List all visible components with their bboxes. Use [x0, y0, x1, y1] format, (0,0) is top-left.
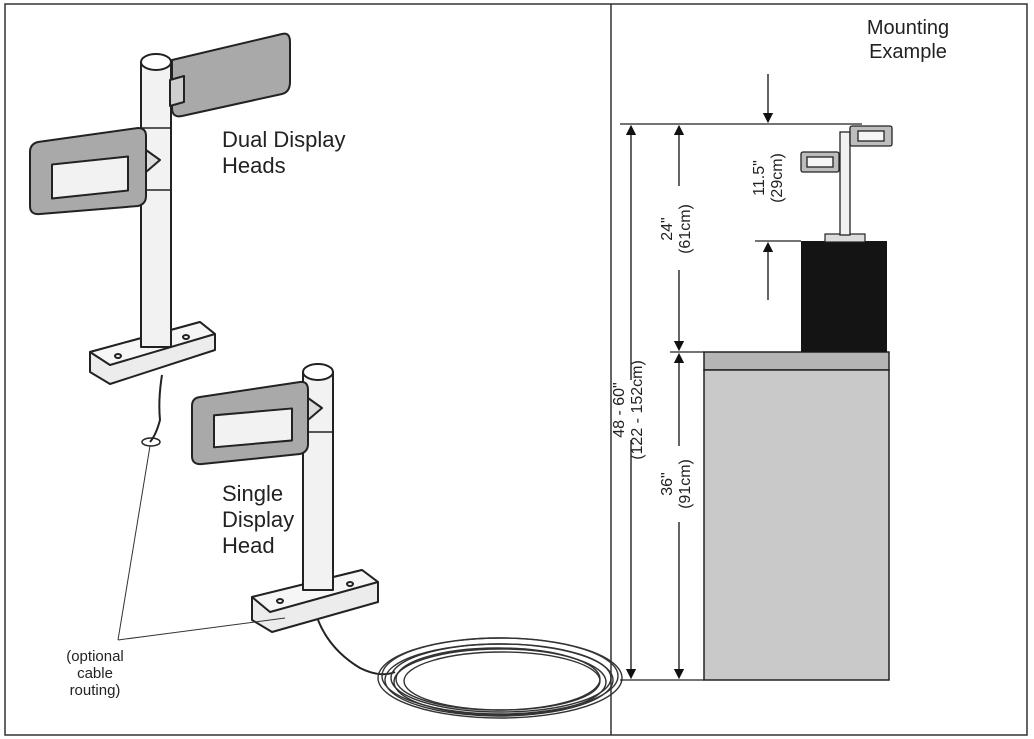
- dim-pole-label: 24" (61cm): [659, 189, 699, 269]
- counter-body: [703, 369, 890, 681]
- dim-head-label: 11.5" (29cm): [751, 138, 791, 218]
- dim-head-line-1: 11.5": [751, 160, 768, 196]
- dim-total-line-2: (122 - 152cm): [629, 360, 646, 460]
- dual-display-unit: [29, 32, 291, 447]
- single-display-unit: [191, 363, 396, 676]
- dim-counter-line-2: (91cm): [677, 459, 694, 509]
- dimension-arrows: [625, 74, 774, 680]
- dual-display-label: Dual Display Heads: [222, 127, 346, 179]
- dim-pole-line-2: (61cm): [677, 204, 694, 254]
- dim-total-label: 48 - 60" (122 - 152cm): [611, 350, 651, 470]
- dim-head-line-2: (29cm): [769, 153, 786, 203]
- cable-label-line-1: (optional: [66, 648, 124, 665]
- cable-routing-label: (optional cable routing): [50, 648, 140, 699]
- mounted-pole-display: [800, 125, 893, 236]
- single-label-line-3: Head: [222, 533, 275, 558]
- cable-coil-icon: [377, 637, 623, 719]
- dim-counter-line-1: 36": [659, 472, 676, 496]
- cable-routing-leaders: [117, 445, 286, 641]
- cable-label-line-3: routing): [69, 682, 121, 699]
- title-line-1: Mounting: [866, 17, 950, 39]
- dual-label-line-1: Dual Display: [222, 127, 346, 152]
- terminal-block: [801, 241, 887, 352]
- counter-top: [703, 351, 890, 371]
- mounting-example-title: Mounting Example: [838, 16, 978, 64]
- reference-lines: [620, 123, 862, 681]
- dual-pole: [140, 61, 172, 348]
- single-label-line-1: Single: [222, 481, 284, 506]
- dual-label-line-2: Heads: [222, 153, 286, 178]
- single-label-line-2: Display: [222, 507, 295, 532]
- title-line-2: Example: [869, 41, 947, 63]
- dual-head-upper: [171, 32, 291, 118]
- dim-total-line-1: 48 - 60": [611, 382, 628, 438]
- counter: [703, 351, 890, 681]
- dim-pole-line-1: 24": [659, 217, 676, 241]
- dim-counter-label: 36" (91cm): [659, 444, 699, 524]
- single-display-label: Single Display Head: [222, 481, 294, 559]
- cable-label-line-2: cable: [77, 665, 113, 682]
- outer-border: [4, 3, 1028, 736]
